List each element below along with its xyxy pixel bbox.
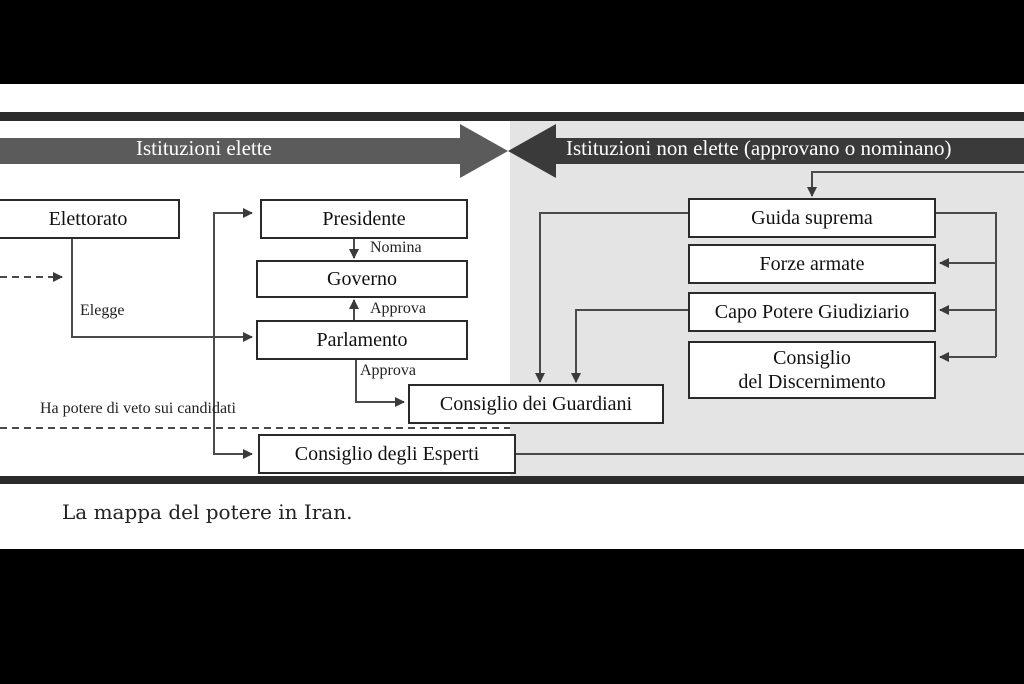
- guida-guardiani-line: [535, 212, 688, 383]
- esperti-box: Consiglio degli Esperti: [258, 434, 516, 474]
- elected-banner-arrow: [460, 124, 508, 178]
- approva-guardiani-label: Approva: [360, 362, 416, 379]
- discernimento-box: Consiglio del Discernimento: [688, 341, 936, 399]
- elected-banner: [0, 138, 460, 164]
- approva-governo-label: Approva: [370, 300, 426, 317]
- elegge-esperti-line: [213, 337, 253, 459]
- capo-box: Capo Potere Giudiziario: [688, 292, 936, 332]
- presidente-box: Presidente: [260, 199, 468, 239]
- elettorato-box: Elettorato: [0, 199, 180, 239]
- elected-banner-label: Istituzioni elette: [136, 136, 272, 160]
- governo-box: Governo: [256, 260, 468, 298]
- elegge-line: [71, 237, 253, 342]
- elegge-label: Elegge: [80, 302, 125, 319]
- guardiani-box: Consiglio dei Guardiani: [408, 384, 664, 424]
- parlamento-box: Parlamento: [256, 320, 468, 360]
- guida-box: Guida suprema: [688, 198, 936, 238]
- non-elected-banner-arrow: [508, 124, 556, 178]
- approva-guardiani-line: [355, 359, 405, 407]
- top-loop-line: [807, 171, 1024, 197]
- nomina-label: Nomina: [370, 239, 422, 256]
- capo-guardiani-line: [571, 309, 688, 383]
- elegge-presidente-line: [213, 208, 253, 337]
- bottom-rule: [0, 476, 1024, 484]
- veto-label: Ha potere di veto sui candidati: [40, 400, 236, 417]
- non-elected-banner-label: Istituzioni non elette (approvano o nomi…: [566, 136, 952, 160]
- discernimento-line1: Consiglio: [773, 347, 851, 369]
- non-elected-banner: [556, 138, 1024, 164]
- figure-caption: La mappa del potere in Iran.: [62, 500, 353, 524]
- forze-box: Forze armate: [688, 244, 936, 284]
- discernimento-line2: del Discernimento: [738, 371, 886, 393]
- top-rule: [0, 112, 1024, 121]
